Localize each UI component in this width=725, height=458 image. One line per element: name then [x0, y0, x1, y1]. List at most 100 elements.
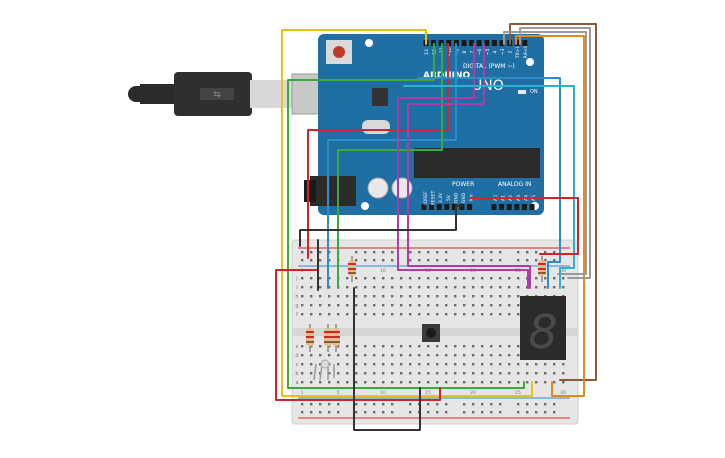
terminal-hole: [562, 277, 565, 280]
header-pin-digital[interactable]: [476, 40, 482, 46]
terminal-hole: [355, 381, 358, 384]
header-pin-power[interactable]: [467, 204, 473, 210]
wire-yellow[interactable]: [281, 29, 533, 397]
header-pin-power[interactable]: [444, 204, 450, 210]
terminal-hole: [310, 381, 313, 384]
wire-blue-1[interactable]: [327, 43, 457, 289]
header-pin-digital[interactable]: [522, 40, 528, 46]
rail-hole: [472, 259, 475, 262]
terminal-hole: [409, 372, 412, 375]
terminal-hole: [346, 304, 349, 307]
resistor[interactable]: [306, 324, 314, 352]
terminal-hole: [472, 354, 475, 357]
terminal-hole: [409, 286, 412, 289]
rail-hole: [418, 251, 421, 254]
rgb-led[interactable]: [313, 359, 335, 381]
row-letter: e: [295, 344, 298, 350]
wire-red-2[interactable]: [469, 197, 579, 255]
seven-segment-display[interactable]: 8: [520, 296, 566, 360]
push-button[interactable]: [422, 324, 440, 342]
rail-hole: [535, 259, 538, 262]
wire-black-1[interactable]: [299, 205, 463, 247]
rail-hole: [526, 251, 529, 254]
header-pin-digital[interactable]: [431, 40, 437, 46]
terminal-hole: [346, 313, 349, 316]
resistor[interactable]: [324, 324, 332, 352]
header-pin-power[interactable]: [421, 204, 427, 210]
terminal-hole: [319, 295, 322, 298]
rail-hole: [499, 259, 502, 262]
terminal-hole: [400, 381, 403, 384]
terminal-hole: [481, 363, 484, 366]
terminal-hole: [508, 345, 511, 348]
terminal-hole: [436, 363, 439, 366]
wire-purple-1[interactable]: [397, 43, 529, 289]
terminal-hole: [427, 304, 430, 307]
header-pin-analog[interactable]: [529, 204, 535, 210]
header-pin-power[interactable]: [429, 204, 435, 210]
terminal-hole: [418, 345, 421, 348]
wire-orange[interactable]: [515, 35, 585, 397]
terminal-hole: [382, 354, 385, 357]
wire-purple-2[interactable]: [407, 43, 531, 289]
header-pin-digital[interactable]: [499, 40, 505, 46]
pin-label: IOREF: [423, 191, 429, 205]
terminal-hole: [418, 304, 421, 307]
wire-black-2[interactable]: [353, 287, 421, 431]
rail-hole: [427, 251, 430, 254]
terminal-hole: [373, 354, 376, 357]
terminal-hole: [535, 286, 538, 289]
wire-green[interactable]: [287, 43, 525, 389]
header-pin-analog[interactable]: [491, 204, 497, 210]
terminal-hole: [490, 372, 493, 375]
power-label: POWER: [452, 181, 474, 188]
terminal-hole: [427, 363, 430, 366]
terminal-hole: [427, 313, 430, 316]
on-led: [518, 90, 526, 94]
terminal-hole: [472, 277, 475, 280]
terminal-hole: [562, 381, 565, 384]
header-pin-digital[interactable]: [438, 40, 444, 46]
terminal-hole: [490, 295, 493, 298]
terminal-hole: [355, 372, 358, 375]
rail-hole: [436, 251, 439, 254]
terminal-hole: [499, 381, 502, 384]
header-pin-digital[interactable]: [484, 40, 490, 46]
header-pin-digital[interactable]: [514, 40, 520, 46]
terminal-hole: [382, 304, 385, 307]
terminal-hole: [373, 277, 376, 280]
wire-red-3[interactable]: [275, 269, 441, 401]
header-pin-analog[interactable]: [514, 204, 520, 210]
header-pin-power[interactable]: [436, 204, 442, 210]
wire-gray-1[interactable]: [519, 27, 591, 279]
rail-hole: [337, 411, 340, 414]
display-digit: 8: [528, 305, 557, 359]
header-pin-digital[interactable]: [461, 40, 467, 46]
rail-hole: [481, 411, 484, 414]
header-pin-analog[interactable]: [521, 204, 527, 210]
resistor[interactable]: [538, 256, 546, 282]
row-letter: g: [295, 303, 298, 309]
rail-hole: [382, 403, 385, 406]
terminal-hole: [463, 381, 466, 384]
rail-hole: [481, 403, 484, 406]
header-pin-digital[interactable]: [446, 40, 452, 46]
header-pin-power[interactable]: [451, 204, 457, 210]
resistor[interactable]: [348, 256, 356, 282]
header-pin-digital[interactable]: [491, 40, 497, 46]
terminal-hole: [490, 354, 493, 357]
terminal-hole: [436, 304, 439, 307]
rail-hole: [310, 251, 313, 254]
pin-label: 8: [462, 50, 468, 53]
header-pin-digital[interactable]: [453, 40, 459, 46]
header-pin-digital[interactable]: [469, 40, 475, 46]
wire-cyan[interactable]: [403, 85, 575, 289]
resistor[interactable]: [332, 324, 340, 352]
header-pin-analog[interactable]: [499, 204, 505, 210]
terminal-hole: [319, 313, 322, 316]
wire-gray-2[interactable]: [503, 31, 587, 275]
header-pin-analog[interactable]: [506, 204, 512, 210]
terminal-hole: [373, 286, 376, 289]
wire-blue-2[interactable]: [417, 77, 561, 289]
arduino-board[interactable]: ARDUINO UNO DIGITAL (PWM ~) POWER ANALOG…: [304, 34, 544, 215]
